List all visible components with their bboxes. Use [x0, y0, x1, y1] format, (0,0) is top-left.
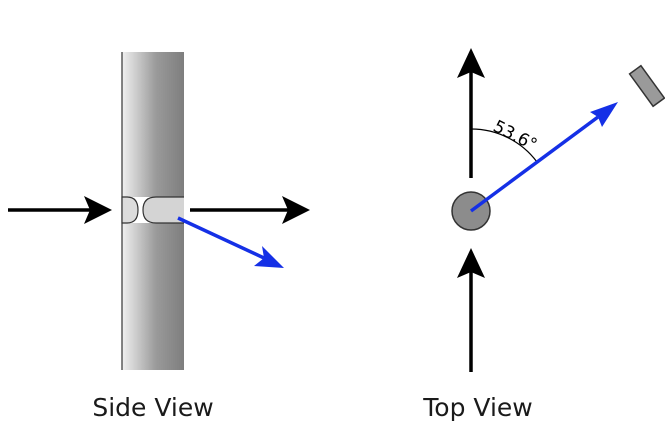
incoming-beam-arrow [8, 196, 112, 224]
top-scattered-arrow [469, 102, 618, 213]
angle-label: 53.6° [490, 117, 540, 156]
detector [628, 64, 665, 108]
top-view: 53.6° [451, 48, 665, 372]
angle-arc [470, 128, 538, 163]
side-view-caption: Side View [92, 393, 214, 422]
rod-notch [121, 196, 184, 224]
top-lower-arrow [457, 248, 485, 372]
top-upper-arrow [457, 48, 485, 178]
side-view [8, 52, 310, 370]
top-view-caption: Top View [423, 393, 533, 422]
side-scattered-arrow [177, 216, 284, 268]
transmitted-beam-arrow [190, 196, 310, 224]
